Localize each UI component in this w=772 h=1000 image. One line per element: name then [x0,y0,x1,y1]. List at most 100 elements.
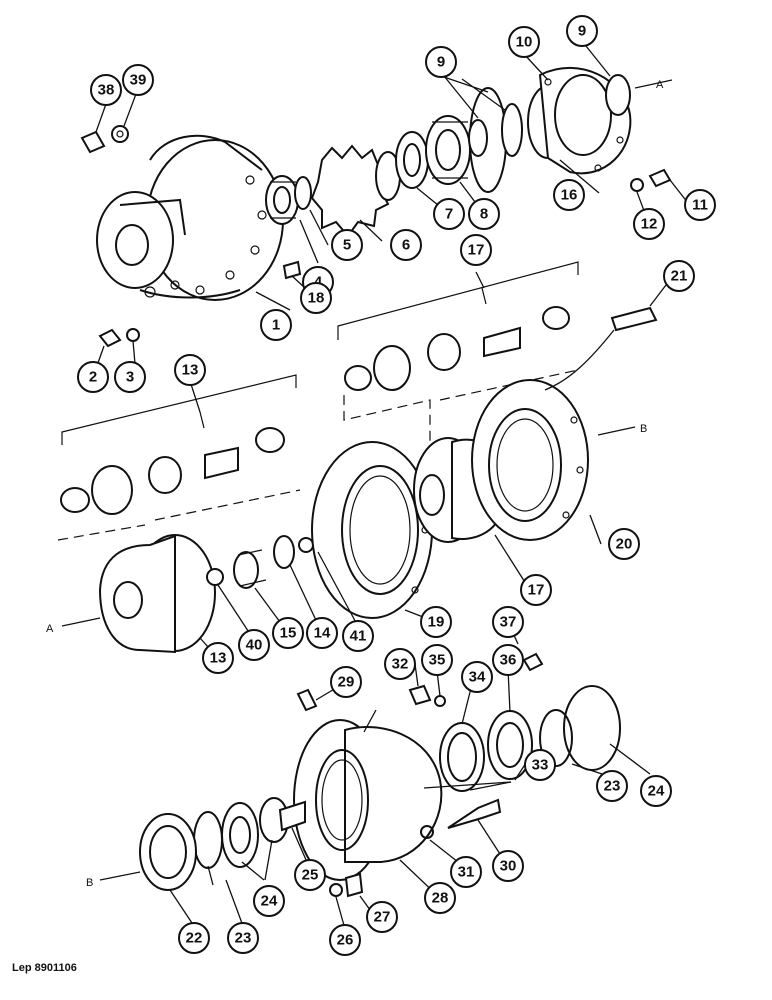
svg-text:39: 39 [130,72,147,89]
callout-22: 22 [178,922,210,954]
callout-7: 7 [433,198,465,230]
svg-text:35: 35 [429,652,446,669]
callout-6: 6 [390,229,422,261]
washer-26-part [329,883,343,897]
callout-1: 1 [260,309,292,341]
callout-16: 16 [553,179,585,211]
callout-3: 3 [114,361,146,393]
svg-text:9: 9 [437,54,445,71]
cover-22-part [139,813,197,891]
svg-text:24: 24 [261,893,278,910]
callout-28: 28 [424,882,456,914]
callout-9-a: 9 [425,46,457,78]
seal-33-part [439,722,485,792]
axis-b-label-right: B [640,423,647,435]
svg-text:20: 20 [616,536,633,553]
callout-30: 30 [492,850,524,882]
svg-text:15: 15 [280,625,297,642]
svg-text:10: 10 [516,34,533,51]
callout-23-a: 23 [227,922,259,954]
bracket-17 [337,261,579,340]
svg-text:34: 34 [469,669,486,686]
svg-text:26: 26 [337,932,354,949]
snap-ring-14-part [273,535,295,569]
svg-text:19: 19 [428,614,445,631]
callout-39: 39 [122,64,154,96]
callout-14: 14 [306,617,338,649]
callout-38: 38 [90,74,122,106]
svg-text:17: 17 [528,582,545,599]
thrust-washer-41-part [298,537,314,553]
svg-text:2: 2 [89,369,97,386]
svg-text:38: 38 [98,82,115,99]
svg-text:12: 12 [641,216,658,233]
callout-5: 5 [331,229,363,261]
bolt-32-part [408,684,432,706]
svg-text:4: 4 [314,274,323,291]
washer-3-part [126,328,140,342]
svg-text:3: 3 [126,369,134,386]
callout-34: 34 [461,661,493,693]
reference-code: Lep 8901106 [12,962,77,974]
planet-set-13-part [60,427,285,515]
svg-text:36: 36 [500,652,517,669]
callout-40: 40 [238,629,270,661]
callout-32: 32 [384,648,416,680]
svg-text:25: 25 [302,867,319,884]
svg-text:9: 9 [578,23,586,40]
washer-35-part [434,695,446,707]
svg-text:32: 32 [392,656,409,673]
svg-text:13: 13 [210,650,227,667]
svg-text:14: 14 [314,625,331,642]
svg-text:18: 18 [308,290,325,307]
callout-17-b: 17 [520,574,552,606]
svg-text:7: 7 [445,206,453,223]
callout-35: 35 [421,644,453,676]
axis-a-label-bottom: A [46,623,54,635]
svg-text:33: 33 [532,757,549,774]
axis-a-label-top: A [656,79,664,91]
bolt-38-part [80,125,129,154]
sun-gear-25-part [259,797,306,843]
callout-11: 11 [684,189,716,221]
svg-text:40: 40 [246,637,263,654]
bolt-2-part [98,328,122,348]
svg-text:30: 30 [500,858,517,875]
callout-24-b: 24 [640,775,672,807]
washer-31-part [420,825,434,839]
spacer-23-b-part [193,811,223,869]
callout-27: 27 [366,901,398,933]
svg-text:5: 5 [343,237,351,254]
washer-40-part [206,568,224,586]
needle-bearing-15-part [233,549,267,589]
callout-18: 18 [300,282,332,314]
spacer-5-part [294,176,312,210]
axis-b-label-bottom: B [86,877,93,889]
callout-33: 33 [524,749,556,781]
callout-24-a: 24 [253,885,285,917]
axis-b-bottom [99,871,141,881]
bearing-4-part [265,175,299,225]
svg-text:11: 11 [692,197,708,214]
plug-29-part [296,688,318,712]
callout-25: 25 [294,859,326,891]
svg-text:28: 28 [432,890,449,907]
axis-b-right [597,426,636,436]
svg-text:41: 41 [350,628,367,645]
svg-text:8: 8 [480,206,488,223]
final-housing-28-part [293,719,443,881]
callout-13-a: 13 [174,354,206,386]
callout-12: 12 [633,208,665,240]
callout-10: 10 [508,26,540,58]
ring-gear-19-part [311,441,433,619]
gear-24-part [221,802,259,868]
assembly-guide [57,489,301,541]
planet-set-17-part [344,306,570,391]
seal-9-part [501,103,523,157]
svg-text:1: 1 [272,317,280,334]
callout-23-b: 23 [596,770,628,802]
spacer-part [468,119,488,157]
pin-18-part [282,260,302,280]
svg-text:23: 23 [604,778,621,795]
bolt-21-part [610,306,658,332]
